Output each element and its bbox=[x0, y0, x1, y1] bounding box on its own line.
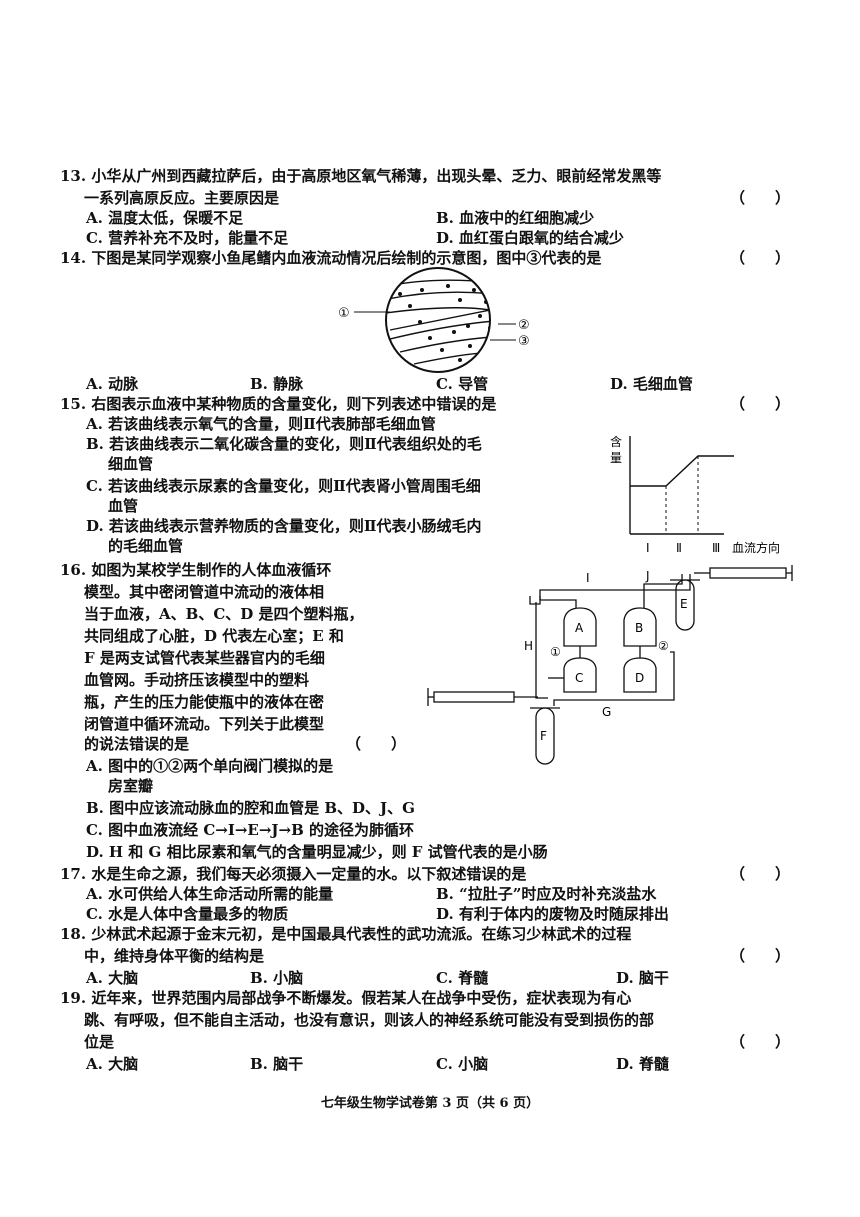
q16-line-6: 血管网。手动挤压该模型中的塑料 bbox=[84, 671, 310, 689]
q15-option-d-line2: 的毛细血管 bbox=[108, 537, 184, 555]
q19-stem-line2: 跳、有呼吸，但不能自主活动，也没有意识，则该人的神经系统可能没有受到损伤的部 bbox=[84, 1011, 655, 1029]
q16-line-1: 16. 如图为某校学生制作的人体血液循环 bbox=[60, 561, 332, 579]
q14-stem: 14. 下图是某同学观察小鱼尾鳍内血液流动情况后绘制的示意图，图中③代表的是 bbox=[60, 249, 602, 267]
q13-option-b: B. 血液中的红细胞减少 bbox=[436, 209, 595, 227]
q14-option-c: C. 导管 bbox=[436, 375, 489, 393]
q16-line-9: 的说法错误的是 bbox=[84, 735, 190, 753]
q14-option-a: A. 动脉 bbox=[86, 375, 139, 393]
q16-label-valve-2: ② bbox=[658, 639, 669, 653]
q16-label-d: D bbox=[635, 671, 644, 685]
q18-stem-line2: 中，维持身体平衡的结构是 bbox=[84, 947, 265, 965]
q17-option-b: B. “拉肚子”时应及时补充淡盐水 bbox=[436, 885, 657, 903]
q14-option-d: D. 毛细血管 bbox=[610, 375, 693, 393]
q15-chart-xtick-2: Ⅱ bbox=[676, 541, 682, 555]
q16-label-valve-1: ① bbox=[550, 645, 561, 659]
q19-option-d: D. 脊髓 bbox=[616, 1055, 669, 1073]
q18-option-b: B. 小脑 bbox=[250, 969, 304, 987]
q16-option-a-line2: 房室瓣 bbox=[108, 777, 154, 795]
q15-option-c-line1: C. 若该曲线表示尿素的含量变化，则Ⅱ代表肾小管周围毛细 bbox=[86, 477, 481, 495]
q16-label-a: A bbox=[575, 621, 584, 635]
q15-content-chart: 含 量 Ⅰ Ⅱ Ⅲ 血流方向 bbox=[610, 434, 780, 555]
q16-line-3: 当于血液，A、B、C、D 是四个塑料瓶， bbox=[84, 605, 364, 623]
q14-answer-blank: （ ） bbox=[730, 249, 791, 267]
q18-option-a: A. 大脑 bbox=[86, 969, 139, 987]
q15-chart-xlabel: 血流方向 bbox=[732, 540, 780, 555]
q16-circulation-model-figure: I J H G A B C D E F ① ② bbox=[427, 565, 793, 765]
q15-answer-blank: （ ） bbox=[730, 395, 791, 413]
q13-option-c: C. 营养补充不及时，能量不足 bbox=[86, 229, 289, 247]
q15-stem: 15. 右图表示血液中某种物质的含量变化，则下列表述中错误的是 bbox=[60, 395, 497, 413]
q17-option-d: D. 有利于体内的废物及时随尿排出 bbox=[436, 905, 669, 923]
q19-stem-line1: 19. 近年来，世界范围内局部战争不断爆发。假若某人在战争中受伤，症状表现为有心 bbox=[60, 989, 632, 1007]
q17-option-a: A. 水可供给人体生命活动所需的能量 bbox=[86, 885, 334, 903]
q15-option-d-line1: D. 若该曲线表示营养物质的含量变化，则Ⅱ代表小肠绒毛内 bbox=[86, 517, 482, 535]
q18-option-d: D. 脑干 bbox=[616, 969, 669, 987]
q16-line-5: F 是两支试管代表某些器官内的毛细 bbox=[84, 649, 325, 667]
q19-option-c: C. 小脑 bbox=[436, 1055, 489, 1073]
q14-label-3: ③ bbox=[518, 334, 530, 349]
q16-option-a-line1: A. 图中的①②两个单向阀门模拟的是 bbox=[86, 757, 334, 775]
q13-option-d: D. 血红蛋白跟氧的结合减少 bbox=[436, 229, 624, 247]
q16-line-8: 闭管道中循环流动。下列关于此模型 bbox=[84, 715, 325, 733]
q16-label-f: F bbox=[540, 729, 547, 743]
q13-stem-line2: 一系列高原反应。主要原因是 bbox=[84, 189, 280, 207]
q19-stem-line3: 位是 bbox=[84, 1033, 115, 1051]
q16-option-c: C. 图中血液流经 C→I→E→J→B 的途径为肺循环 bbox=[86, 821, 415, 839]
q16-label-i: I bbox=[586, 571, 590, 585]
q16-option-d: D. H 和 G 相比尿素和氧气的含量明显减少，则 F 试管代表的是小肠 bbox=[86, 843, 548, 861]
q16-label-b: B bbox=[635, 621, 643, 635]
q15-chart-xtick-3: Ⅲ bbox=[712, 541, 720, 555]
q16-label-g: G bbox=[602, 705, 611, 719]
q15-option-b-line2: 细血管 bbox=[108, 455, 154, 473]
q15-option-c-line2: 血管 bbox=[108, 497, 139, 515]
q17-option-c: C. 水是人体中含量最多的物质 bbox=[86, 905, 289, 923]
q16-label-j: J bbox=[645, 569, 650, 583]
page-footer: 七年级生物学试卷第 3 页（共 6 页） bbox=[320, 1096, 540, 1111]
q15-chart-ylabel-1: 含 bbox=[610, 434, 622, 449]
q15-chart-ylabel-2: 量 bbox=[610, 451, 622, 465]
q19-answer-blank: （ ） bbox=[730, 1033, 791, 1051]
q15-chart-xtick-1: Ⅰ bbox=[646, 541, 650, 555]
q14-fish-tail-figure: ① ② ③ bbox=[338, 267, 530, 373]
q14-label-2: ② bbox=[518, 318, 530, 333]
q14-label-1: ① bbox=[338, 306, 350, 321]
q13-stem-line1: 13. 小华从广州到西藏拉萨后，由于高原地区氧气稀薄，出现头晕、乏力、眼前经常发… bbox=[60, 167, 662, 185]
q19-option-b: B. 脑干 bbox=[250, 1055, 304, 1073]
q16-line-2: 模型。其中密闭管道中流动的液体相 bbox=[84, 583, 325, 601]
q16-answer-blank: （ ） bbox=[346, 735, 407, 753]
q16-line-4: 共同组成了心脏，D 代表左心室；E 和 bbox=[84, 627, 344, 645]
q16-label-c: C bbox=[575, 671, 583, 685]
q18-option-c: C. 脊髓 bbox=[436, 969, 489, 987]
q16-option-b: B. 图中应该流动脉血的腔和血管是 B、D、J、G bbox=[86, 799, 415, 817]
q17-answer-blank: （ ） bbox=[730, 865, 791, 883]
q15-option-a: A. 若该曲线表示氧气的含量，则Ⅱ代表肺部毛细血管 bbox=[86, 415, 436, 433]
q13-option-a: A. 温度太低，保暖不足 bbox=[86, 209, 244, 227]
q16-label-e: E bbox=[680, 597, 688, 611]
q17-stem: 17. 水是生命之源，我们每天必须摄入一定量的水。以下叙述错误的是 bbox=[60, 865, 527, 883]
q14-option-b: B. 静脉 bbox=[250, 375, 304, 393]
q18-stem-line1: 18. 少林武术起源于金末元初，是中国最具代表性的武功流派。在练习少林武术的过程 bbox=[60, 925, 632, 943]
q13-answer-blank: （ ） bbox=[730, 189, 791, 207]
q18-answer-blank: （ ） bbox=[730, 947, 791, 965]
q16-label-h: H bbox=[524, 639, 533, 653]
q19-option-a: A. 大脑 bbox=[86, 1055, 139, 1073]
q16-line-7: 瓶，产生的压力能使瓶中的液体在密 bbox=[84, 693, 325, 711]
q15-option-b-line1: B. 若该曲线表示二氧化碳含量的变化，则Ⅱ代表组织处的毛 bbox=[86, 435, 482, 453]
